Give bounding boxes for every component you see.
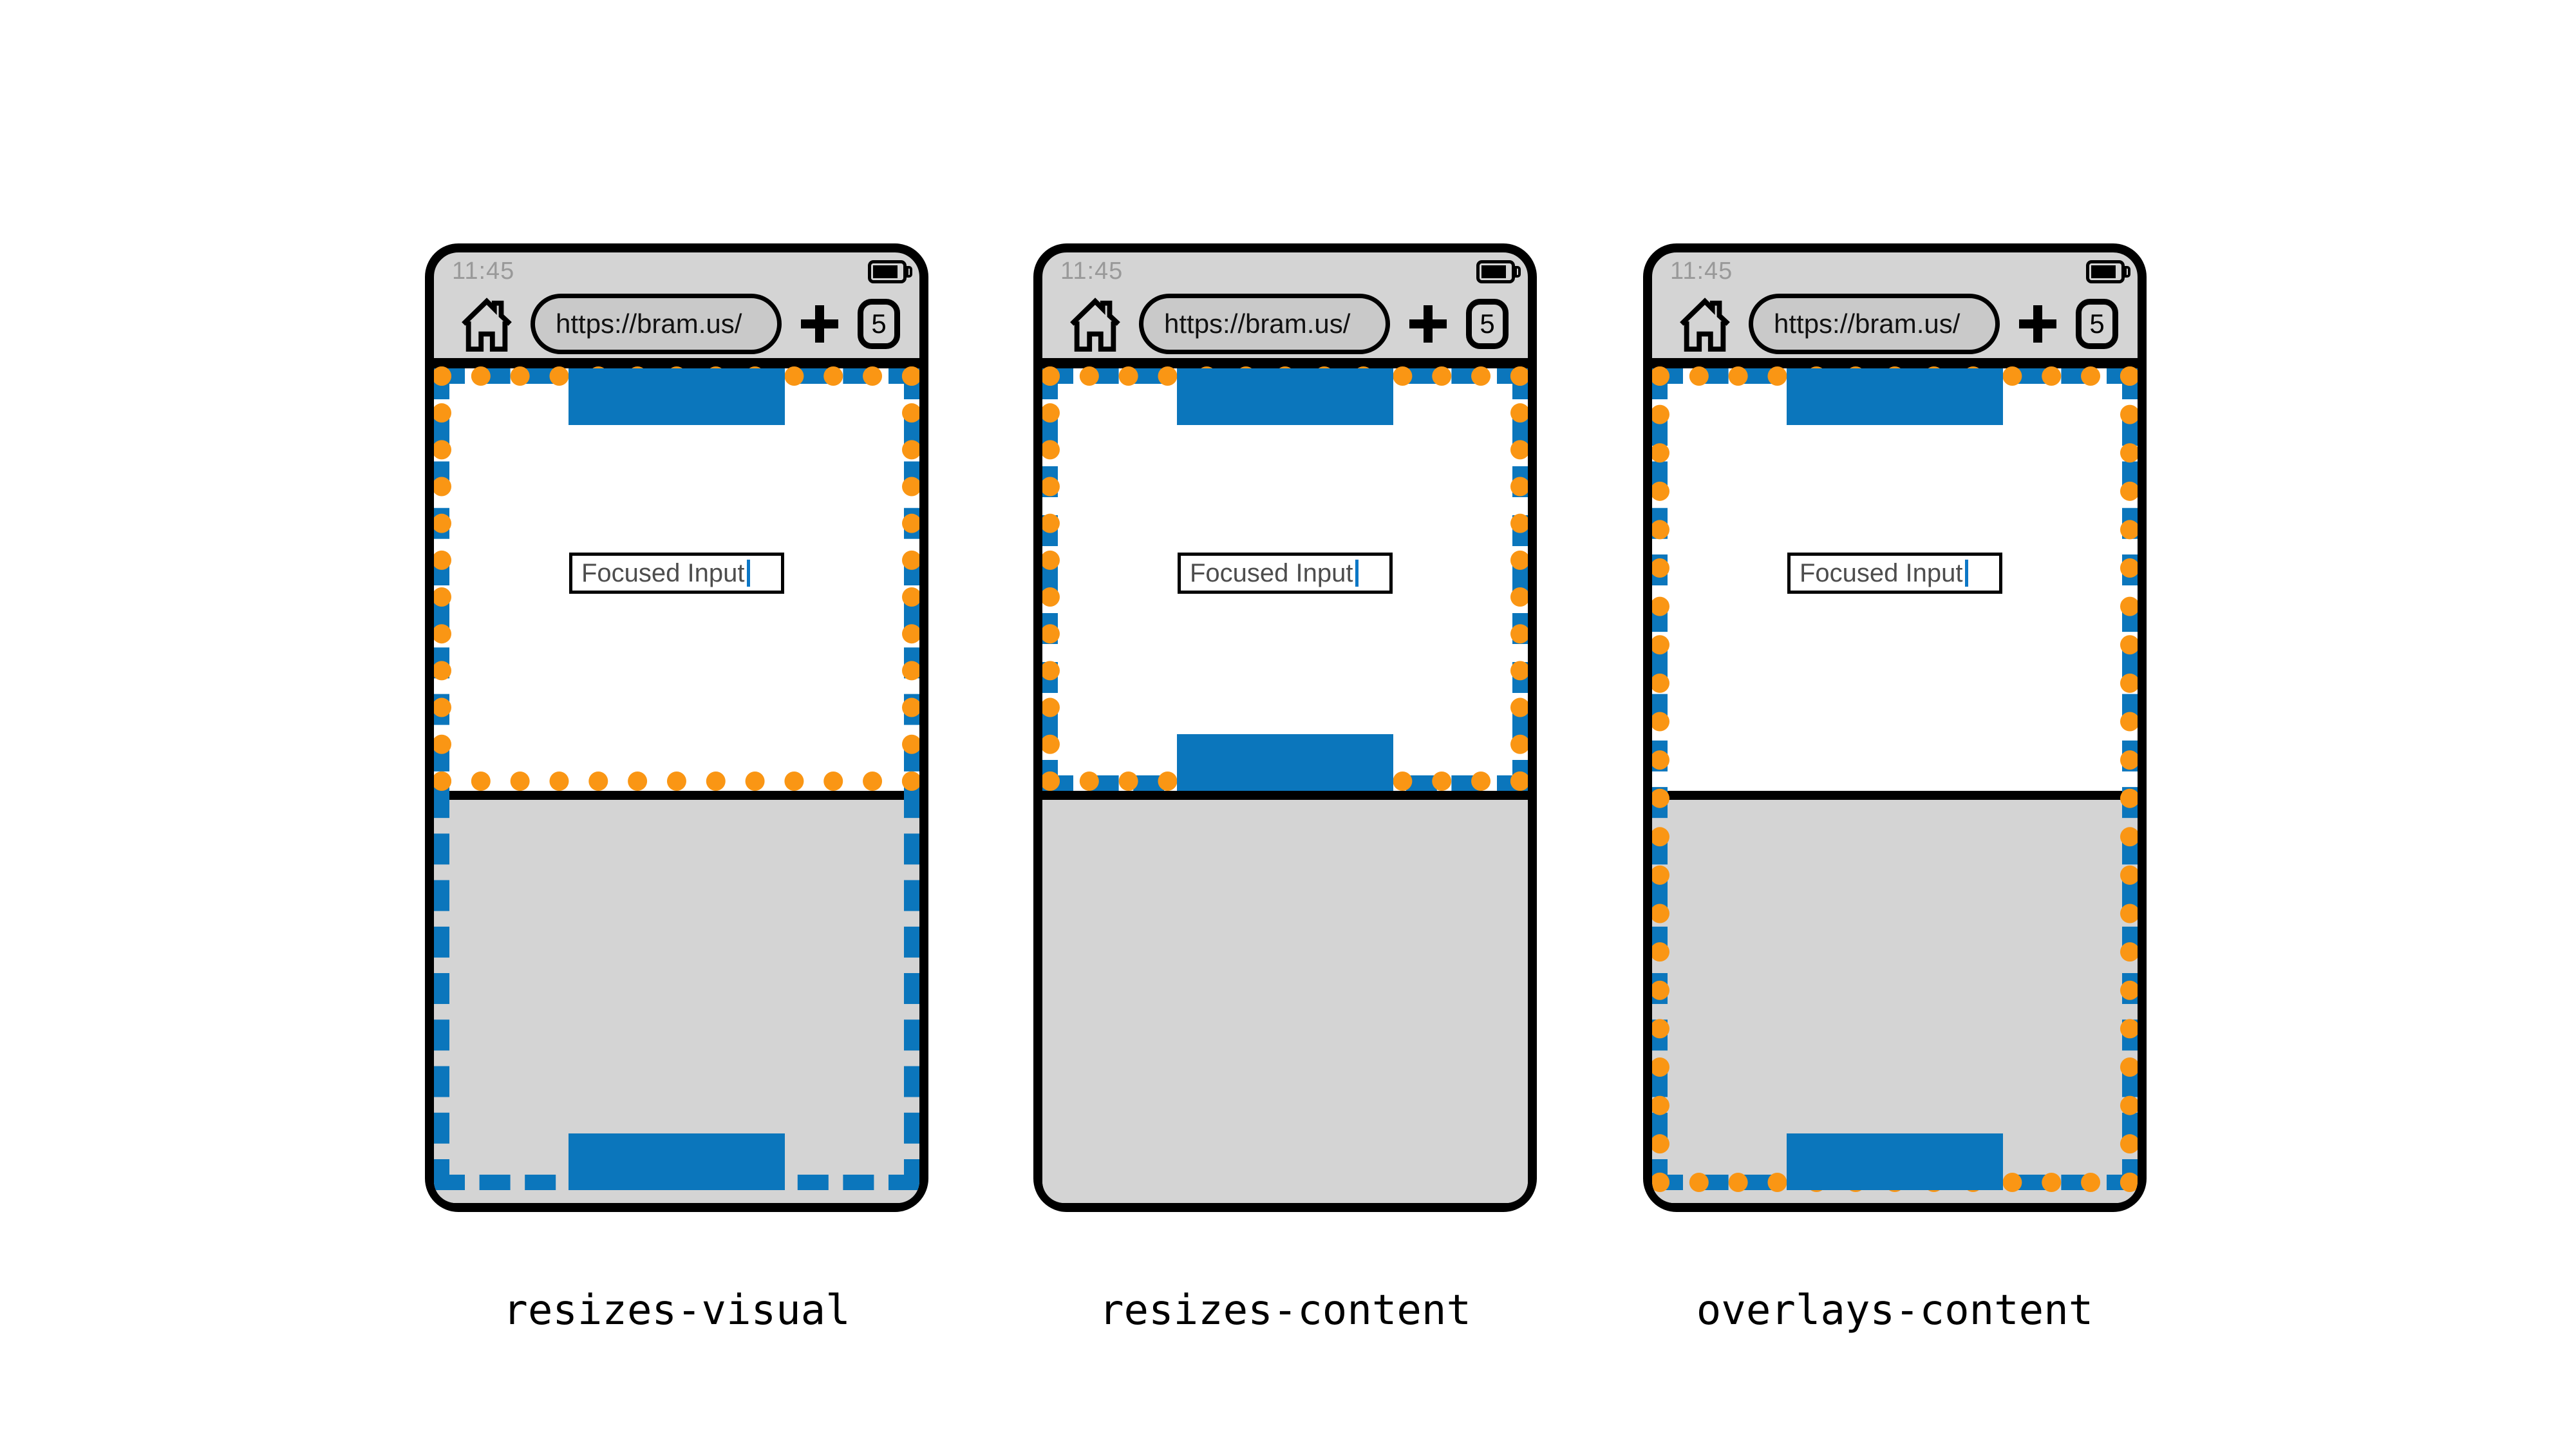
url-bar[interactable]: https://bram.us/ bbox=[531, 294, 782, 354]
phone-frame: 11:45 https://bram.us/ bbox=[1033, 243, 1537, 1212]
mode-label: resizes-visual bbox=[503, 1287, 851, 1334]
keyboard-separator bbox=[1042, 791, 1528, 800]
tab-count-button[interactable]: 5 bbox=[2076, 299, 2118, 349]
keyboard-separator bbox=[1652, 791, 2138, 800]
url-text: https://bram.us/ bbox=[1774, 308, 1960, 339]
text-caret bbox=[746, 560, 750, 587]
url-bar[interactable]: https://bram.us/ bbox=[1749, 294, 2000, 354]
browser-toolbar: https://bram.us/ 5 bbox=[434, 290, 919, 358]
tab-count: 5 bbox=[871, 308, 887, 339]
input-value: Focused Input bbox=[581, 558, 745, 587]
home-icon[interactable] bbox=[458, 294, 515, 354]
phone-frame: 11:45 https://bram.us/ bbox=[1643, 243, 2147, 1212]
browser-toolbar: https://bram.us/ 5 bbox=[1652, 290, 2138, 358]
virtual-keyboard bbox=[1042, 800, 1528, 1203]
phone-mockup-resizes-visual: 11:45 https://bram.us/ bbox=[425, 243, 928, 1334]
page-content-area: Focused Input bbox=[1042, 366, 1528, 1203]
browser-toolbar: https://bram.us/ 5 bbox=[1042, 290, 1528, 358]
mode-label: resizes-content bbox=[1099, 1287, 1471, 1334]
toolbar-separator bbox=[1042, 358, 1528, 368]
url-text: https://bram.us/ bbox=[1164, 308, 1351, 339]
plus-icon[interactable] bbox=[1406, 301, 1451, 346]
page-header-block bbox=[569, 368, 785, 425]
page-footer-block bbox=[569, 1133, 785, 1190]
phone-frame: 11:45 https://bram.us/ bbox=[425, 243, 928, 1212]
page-header-block bbox=[1177, 368, 1393, 425]
tab-count-button[interactable]: 5 bbox=[858, 299, 900, 349]
page-content-area: Focused Input bbox=[1652, 366, 2138, 1203]
plus-icon[interactable] bbox=[2015, 301, 2060, 346]
url-text: https://bram.us/ bbox=[556, 308, 742, 339]
page-footer-block bbox=[1177, 734, 1393, 791]
home-icon[interactable] bbox=[1677, 294, 1733, 354]
mode-label: overlays-content bbox=[1696, 1287, 2094, 1334]
page-header-block bbox=[1787, 368, 2003, 425]
home-icon[interactable] bbox=[1067, 294, 1123, 354]
keyboard-separator bbox=[434, 791, 919, 800]
tab-count-button[interactable]: 5 bbox=[1466, 299, 1509, 349]
battery-icon bbox=[868, 260, 912, 283]
battery-icon bbox=[1476, 260, 1521, 283]
focused-input[interactable]: Focused Input bbox=[1787, 553, 2002, 594]
page-footer-block bbox=[1787, 1133, 2003, 1190]
status-time: 11:45 bbox=[1060, 258, 1123, 285]
url-bar[interactable]: https://bram.us/ bbox=[1139, 294, 1390, 354]
status-time: 11:45 bbox=[452, 258, 515, 285]
page-content-area: Focused Input bbox=[434, 366, 919, 1203]
text-caret bbox=[1964, 560, 1968, 587]
focused-input[interactable]: Focused Input bbox=[1178, 553, 1393, 594]
text-caret bbox=[1355, 560, 1359, 587]
phone-screen: 11:45 https://bram.us/ bbox=[434, 252, 919, 1203]
focused-input[interactable]: Focused Input bbox=[569, 553, 784, 594]
phone-screen: 11:45 https://bram.us/ bbox=[1652, 252, 2138, 1203]
status-time: 11:45 bbox=[1670, 258, 1733, 285]
input-value: Focused Input bbox=[1800, 558, 1963, 587]
battery-icon bbox=[2086, 260, 2130, 283]
phone-mockup-overlays-content: 11:45 https://bram.us/ bbox=[1643, 243, 2147, 1334]
toolbar-separator bbox=[1652, 358, 2138, 368]
phone-mockup-resizes-content: 11:45 https://bram.us/ bbox=[1033, 243, 1537, 1334]
visual-viewport-outline bbox=[1652, 366, 2138, 1192]
plus-icon[interactable] bbox=[797, 301, 842, 346]
phone-screen: 11:45 https://bram.us/ bbox=[1042, 252, 1528, 1203]
input-value: Focused Input bbox=[1190, 558, 1353, 587]
tab-count: 5 bbox=[2089, 308, 2105, 339]
toolbar-separator bbox=[434, 358, 919, 368]
tab-count: 5 bbox=[1480, 308, 1495, 339]
